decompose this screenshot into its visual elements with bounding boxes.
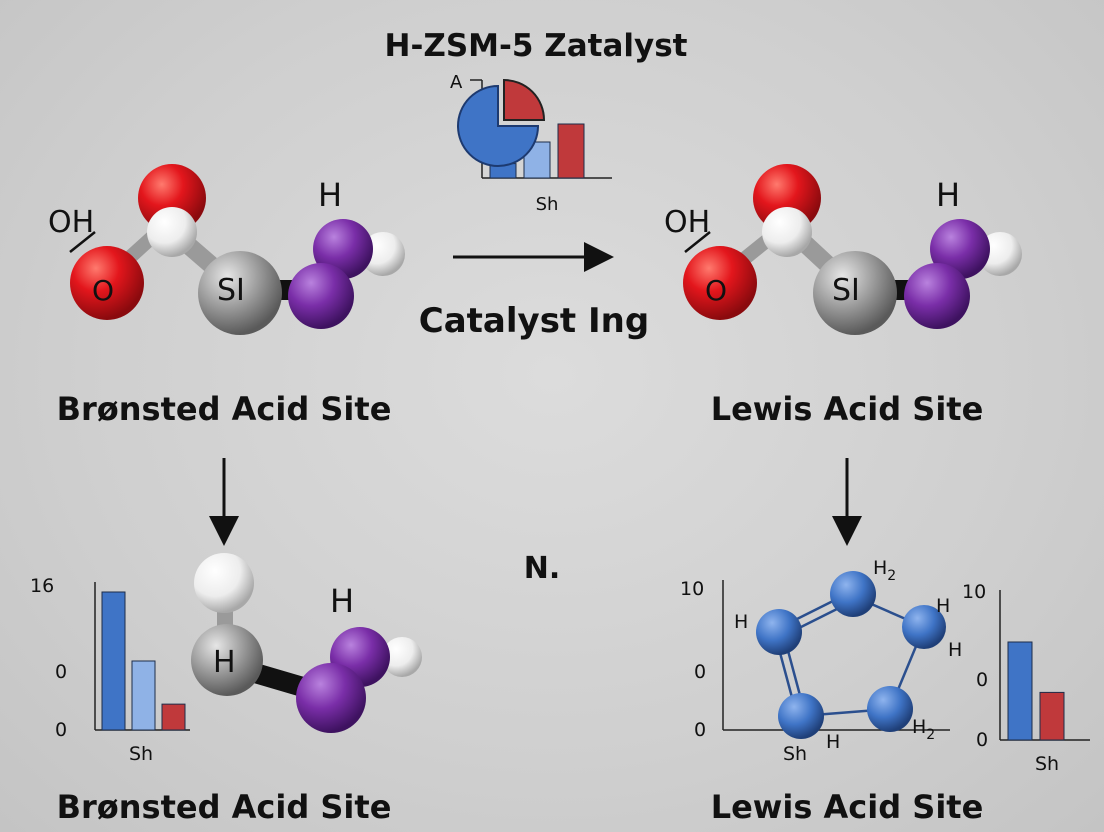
left-bottom-chart: 16 0 0 Sh — [30, 575, 190, 765]
lewis-molecule: OH O SI H — [664, 164, 1022, 335]
caption-bronsted-bottom: Brønsted Acid Site — [57, 788, 392, 826]
ring-atom-3 — [902, 605, 946, 649]
bar-3 — [161, 703, 186, 731]
lb-ytick-top: 16 — [30, 575, 54, 597]
ring-label-h2-bottom: H2 — [912, 716, 935, 743]
h-label: H — [330, 582, 354, 620]
hydrogen-atom-top — [194, 553, 254, 613]
oxygen-atom — [683, 246, 757, 320]
bar-2 — [131, 660, 156, 731]
ring-atom-1 — [756, 609, 802, 655]
ring-atom-4 — [867, 686, 913, 732]
rbb-ytick-top: 10 — [962, 581, 986, 603]
diagram-title: H-ZSM-5 Zatalyst — [385, 28, 688, 64]
h-label: H — [936, 176, 960, 214]
bronsted-bottom-molecule: H H — [191, 553, 422, 733]
h-center-label: H — [213, 645, 236, 680]
oh-label: OH — [664, 205, 710, 240]
o-label: O — [705, 274, 727, 307]
rbb-x-label: Sh — [1035, 753, 1059, 775]
subscript: 2 — [926, 727, 935, 743]
oh-label: OH — [48, 205, 94, 240]
oxygen-atom — [70, 246, 144, 320]
h-label: H — [318, 176, 342, 214]
rb-ytick-bottom: 0 — [694, 719, 706, 741]
bar-2 — [1039, 691, 1065, 741]
center-atom — [191, 624, 263, 696]
bar-3 — [557, 123, 585, 179]
caption-bronsted-top: Brønsted Acid Site — [57, 390, 392, 428]
rb-ytick-top: 10 — [680, 578, 704, 600]
ring-label-h-left: H — [734, 611, 748, 633]
lb-x-label: Sh — [129, 743, 153, 765]
oh-pointer — [69, 231, 96, 253]
bar-1 — [1007, 641, 1033, 741]
top-chart: A Sh — [450, 72, 612, 215]
caption-lewis-top: Lewis Acid Site — [711, 390, 984, 428]
ring-label-h-right: H — [936, 595, 950, 617]
lb-ytick-bottom: 0 — [55, 719, 67, 741]
silicon-atom — [813, 251, 897, 335]
oh-pointer — [684, 231, 711, 253]
rb-ytick-mid: 0 — [694, 661, 706, 683]
bronsted-molecule: OH O SI H — [48, 164, 405, 335]
right-bottom-ring-chart: 10 0 0 Sh H H2 H H H H2 — [680, 557, 962, 765]
ring-label-h-bottom: H — [826, 731, 840, 753]
pie-slice-major — [457, 84, 540, 167]
ring-label-h2-top-text: H2 — [873, 557, 896, 584]
rbb-bars — [1007, 641, 1065, 741]
rb-x-label: Sh — [783, 743, 807, 765]
conversion-label: Catalyst Ing — [419, 301, 649, 341]
lb-bars — [101, 591, 186, 731]
top-chart-pie — [457, 78, 546, 167]
pie-slice-minor — [503, 78, 546, 121]
hydrogen-atom — [762, 207, 812, 257]
ring-atom-5 — [778, 693, 824, 739]
si-label: SI — [217, 273, 245, 308]
right-bottom-bar-chart: 10 0 0 Sh — [962, 581, 1090, 775]
ring-label-h2-top: H2 — [873, 557, 896, 584]
rbb-ytick-mid: 0 — [976, 669, 988, 691]
purple-atom — [296, 663, 366, 733]
purple-atom — [904, 263, 970, 329]
subscript: 2 — [887, 568, 896, 584]
lb-ytick-mid: 0 — [55, 661, 67, 683]
rbb-ytick-bottom: 0 — [976, 729, 988, 751]
bar-1 — [101, 591, 126, 731]
top-chart-corner-label: A — [450, 72, 463, 93]
hydrogen-atom-right — [382, 637, 422, 677]
hydrogen-atom — [147, 207, 197, 257]
purple-atom — [288, 263, 354, 329]
ring-atom-2 — [830, 571, 876, 617]
o-label: O — [92, 274, 114, 307]
silicon-atom — [198, 251, 282, 335]
center-mark: N. — [524, 551, 561, 586]
ring-label-h-right-2: H — [948, 639, 962, 661]
si-label: SI — [832, 273, 860, 308]
caption-lewis-bottom: Lewis Acid Site — [711, 788, 984, 826]
top-chart-x-label: Sh — [536, 194, 559, 215]
top-chart-bars — [489, 123, 585, 179]
